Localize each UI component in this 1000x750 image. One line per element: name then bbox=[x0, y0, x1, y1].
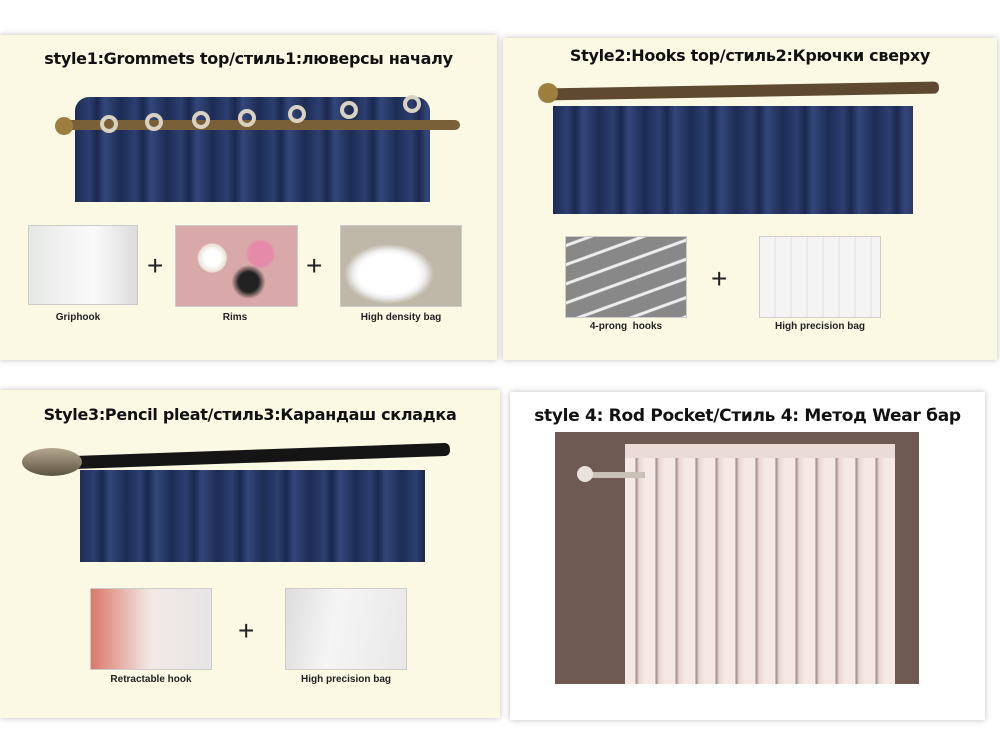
style2-title: Style2:Hooks top/стиль2:Крючки сверху bbox=[569, 46, 931, 65]
style1-panel: style1:Grommets top/стиль1:люверсы начал… bbox=[0, 35, 497, 360]
high-precision-bag-image bbox=[285, 588, 407, 670]
rims-image bbox=[175, 225, 298, 307]
rims-label: Rims bbox=[222, 312, 248, 323]
high-density-bag-label: High density bag bbox=[360, 312, 442, 323]
curtain-rod bbox=[60, 120, 460, 130]
style4-panel: style 4: Rod Pocket/Стиль 4: Метод Wear … bbox=[510, 392, 985, 720]
grommet-ring bbox=[145, 113, 163, 131]
plus-sign: + bbox=[306, 250, 323, 281]
rod-finial bbox=[577, 466, 593, 482]
grommet-ring bbox=[288, 105, 306, 123]
rod-finial bbox=[22, 448, 82, 476]
high-precision-bag-label: High precision bag bbox=[300, 674, 391, 685]
rod-finial bbox=[55, 117, 73, 135]
retractable-hook-label: Retractable hook bbox=[110, 674, 192, 685]
pencil-pleat-curtain bbox=[80, 470, 425, 562]
griphook-label: Griphook bbox=[55, 312, 101, 323]
style3-panel: Style3:Pencil pleat/стиль3:Карандаш скла… bbox=[0, 390, 500, 718]
style3-title: Style3:Pencil pleat/стиль3:Карандаш скла… bbox=[43, 405, 457, 424]
high-density-bag-image bbox=[340, 225, 462, 307]
grommet-ring bbox=[403, 95, 421, 113]
style1-title: style1:Grommets top/стиль1:люверсы начал… bbox=[44, 49, 453, 68]
grommet-ring bbox=[340, 101, 358, 119]
grommet-ring bbox=[238, 109, 256, 127]
curtain-rod bbox=[585, 472, 645, 478]
style4-title: style 4: Rod Pocket/Стиль 4: Метод Wear … bbox=[534, 406, 961, 426]
grommet-ring bbox=[192, 111, 210, 129]
high-precision-bag-label: High precision bag bbox=[774, 321, 865, 332]
rod-finial bbox=[538, 83, 558, 103]
rod-pocket-illustration bbox=[555, 432, 919, 684]
hook-curtain bbox=[553, 106, 913, 214]
four-prong-hooks-label: 4-prong hooks bbox=[589, 321, 663, 332]
griphook-image bbox=[28, 225, 138, 305]
grommet-ring bbox=[100, 115, 118, 133]
style2-panel: Style2:Hooks top/стиль2:Крючки сверху 4-… bbox=[503, 38, 997, 360]
plus-sign: + bbox=[147, 250, 164, 281]
four-prong-hooks-image bbox=[565, 236, 687, 318]
high-precision-bag-image bbox=[759, 236, 881, 318]
rod-pocket-curtain bbox=[625, 444, 895, 684]
plus-sign: + bbox=[711, 263, 728, 294]
retractable-hook-image bbox=[90, 588, 212, 670]
curtain-rod bbox=[542, 81, 940, 101]
plus-sign: + bbox=[238, 615, 255, 646]
curtain-rod bbox=[39, 442, 451, 471]
